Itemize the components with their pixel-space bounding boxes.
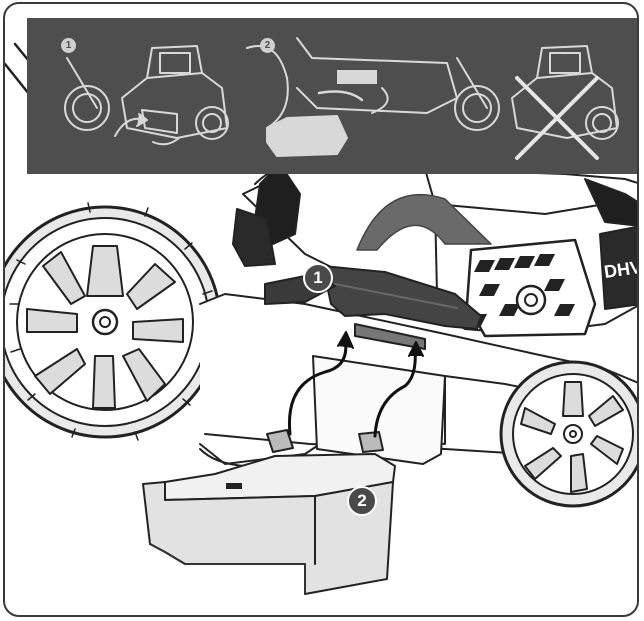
inset-illustrations xyxy=(64,37,619,160)
inset-step-3-illustration xyxy=(454,45,619,160)
front-wheel-right xyxy=(499,360,637,508)
rear-wheel-left xyxy=(5,202,222,441)
inset-step-2-number: 2 xyxy=(264,40,271,51)
inset-step-1-number: 1 xyxy=(65,40,72,51)
mower-illustration: DHV xyxy=(5,42,639,595)
brand-text: DHV xyxy=(603,257,639,282)
inset-step-2-badge: 2 xyxy=(260,38,275,53)
callout-1-number: 1 xyxy=(313,268,323,287)
cross-icon xyxy=(515,76,599,160)
callout-1-badge: 1 xyxy=(303,263,333,293)
callout-2-badge: 2 xyxy=(347,486,377,516)
inset-step-1-illustration xyxy=(64,45,229,146)
inset-instruction-panel: 1 2 xyxy=(27,18,637,174)
inset-step-2-illustration xyxy=(246,37,458,157)
callout-2-number: 2 xyxy=(357,491,367,510)
instruction-figure-frame: DHV 1 2 xyxy=(3,2,639,617)
inset-step-1-badge: 1 xyxy=(61,38,76,53)
